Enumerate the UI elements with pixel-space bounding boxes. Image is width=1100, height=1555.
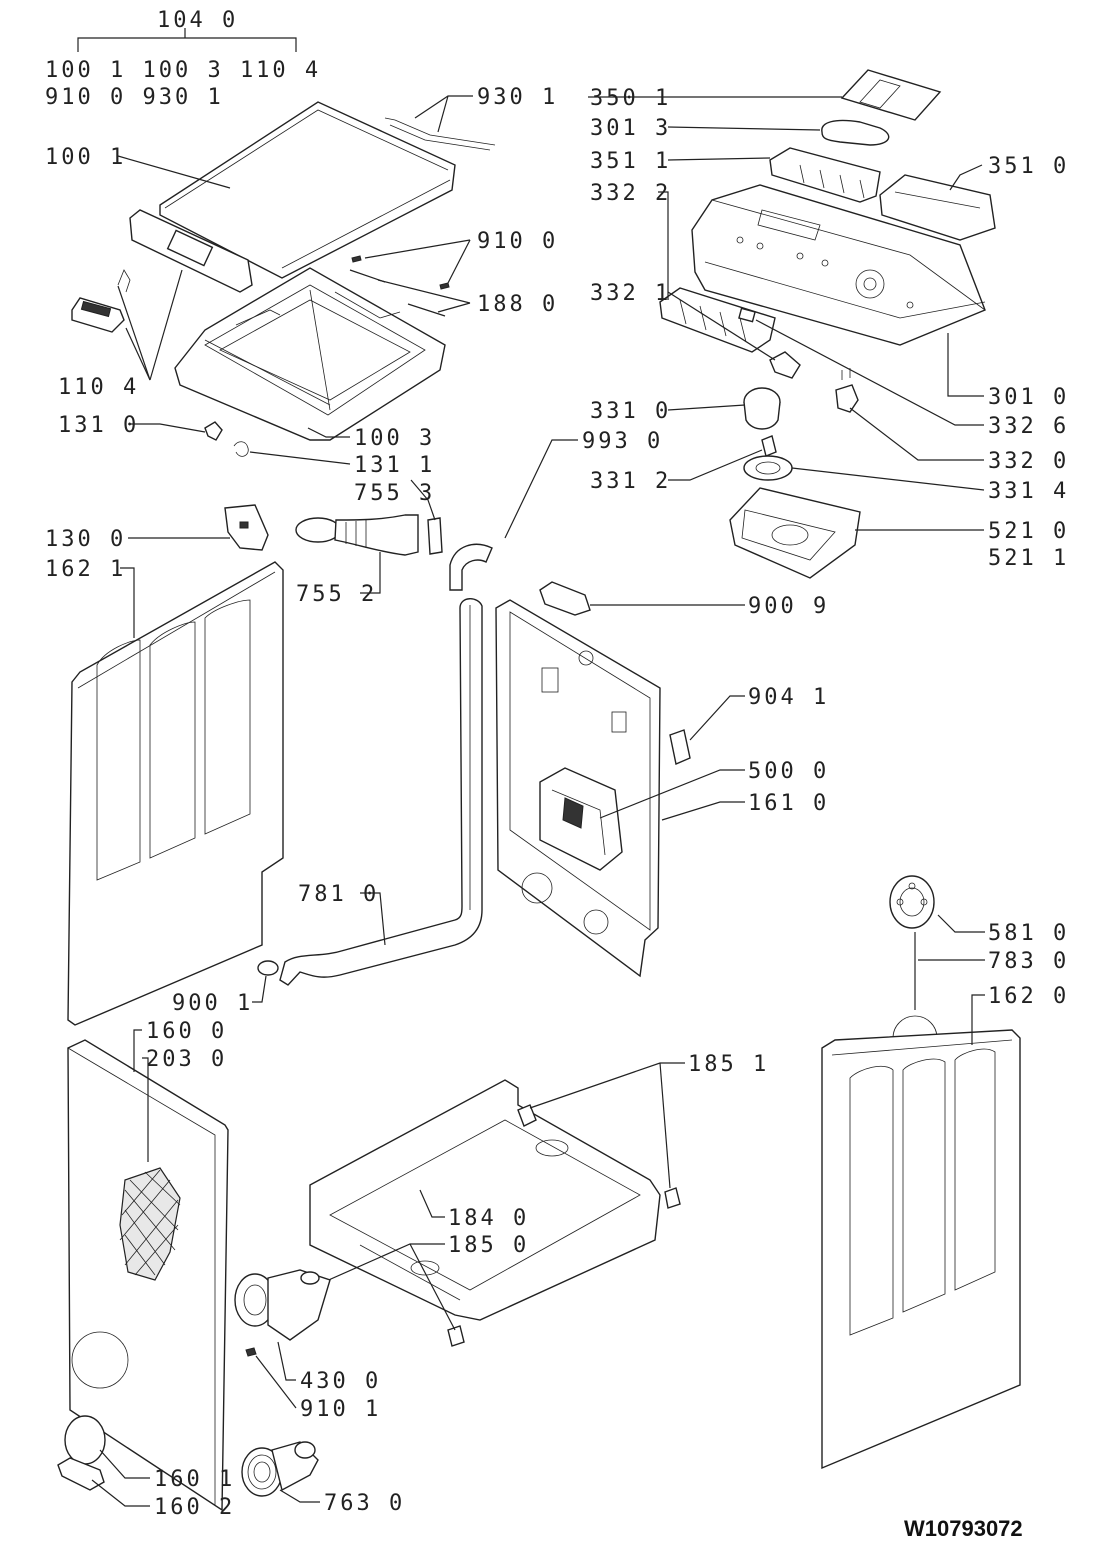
label-781-0: 781 0	[298, 882, 379, 907]
pump-430-0	[234, 1269, 331, 1341]
label-110-4: 110 4	[58, 375, 139, 400]
label-group-row-1: 100 1 100 3 110 4	[45, 58, 321, 83]
lid-handle-part	[129, 209, 253, 293]
label-184-0: 184 0	[448, 1206, 529, 1231]
side-panel-left-162-1	[67, 561, 284, 1026]
bracket-332-1	[769, 351, 801, 379]
clip-755-3	[427, 517, 443, 555]
base-frame-184-0	[309, 1079, 661, 1321]
label-521-1: 521 1	[988, 546, 1069, 571]
filter-763-0	[241, 1441, 319, 1497]
screw-910-0	[351, 255, 450, 290]
label-160-1: 160 1	[154, 1467, 235, 1492]
label-332-6: 332 6	[988, 414, 1069, 439]
console-base-521-0	[729, 487, 861, 579]
bracket-351-0	[879, 174, 996, 241]
label-500-0: 500 0	[748, 759, 829, 784]
switch-332-0	[835, 368, 859, 413]
key-block-332-2	[659, 287, 776, 353]
console-panel-301-0	[691, 184, 986, 346]
label-131-0: 131 0	[58, 413, 139, 438]
label-131-1: 131 1	[354, 453, 435, 478]
label-930-1: 930 1	[477, 85, 558, 110]
label-763-0: 763 0	[324, 1491, 405, 1516]
spring-131-1	[233, 441, 249, 457]
label-581-0: 581 0	[988, 921, 1069, 946]
label-910-0: 910 0	[477, 229, 558, 254]
shaft-331-2	[761, 435, 777, 457]
label-993-0: 993 0	[582, 429, 663, 454]
screw-910-1	[245, 1347, 257, 1357]
label-351-1: 351 1	[590, 149, 671, 174]
label-331-0: 331 0	[590, 399, 671, 424]
label-188-0: 188 0	[477, 292, 558, 317]
button-carrier-351-1	[769, 147, 881, 203]
label-162-1: 162 1	[45, 557, 126, 582]
side-panel-right-162-0	[821, 1029, 1021, 1470]
drain-hose-781-0	[279, 598, 483, 986]
label-332-0: 332 0	[988, 449, 1069, 474]
label-430-0: 430 0	[300, 1369, 381, 1394]
label-104-0: 104 0	[157, 8, 238, 33]
label-185-1: 185 1	[688, 1052, 769, 1077]
hose-bend-993-0	[449, 543, 493, 591]
label-group-row-2: 910 0 930 1	[45, 85, 224, 110]
label-351-0: 351 0	[988, 154, 1069, 179]
label-203-0: 203 0	[146, 1047, 227, 1072]
bracket-900-9	[539, 581, 591, 616]
label-161-0: 161 0	[748, 791, 829, 816]
label-100-1: 100 1	[45, 145, 126, 170]
document-number: W10793072	[904, 1516, 1023, 1541]
electronic-board-350-1	[840, 69, 942, 121]
clip-904-1	[669, 729, 691, 765]
clip-131-0	[204, 421, 223, 441]
label-755-2: 755 2	[296, 582, 377, 607]
label-755-3: 755 3	[354, 481, 435, 506]
mesh-203-0	[119, 1167, 181, 1281]
hinge-wire-part	[384, 117, 496, 151]
label-900-1: 900 1	[172, 991, 253, 1016]
top-frame-part	[174, 267, 446, 441]
label-900-9: 900 9	[748, 594, 829, 619]
label-521-0: 521 0	[988, 519, 1069, 544]
service-door-160-1	[64, 1415, 106, 1465]
label-162-0: 162 0	[988, 984, 1069, 1009]
foot-185-1	[517, 1104, 681, 1209]
switch-130-0	[224, 504, 269, 551]
label-130-0: 130 0	[45, 527, 126, 552]
spring-part	[117, 269, 131, 293]
label-100-3: 100 3	[354, 426, 435, 451]
hinge-160-2	[57, 1457, 105, 1491]
label-301-0: 301 0	[988, 385, 1069, 410]
pump-module-500-0	[539, 767, 623, 871]
label-331-4: 331 4	[988, 479, 1069, 504]
lid-part	[159, 101, 456, 279]
clamp-900-1	[257, 960, 279, 976]
label-331-2: 331 2	[590, 469, 671, 494]
display-lens-301-3	[821, 119, 890, 146]
dial-ring-331-4	[743, 455, 793, 481]
pulley-581-0	[889, 875, 935, 929]
bellows-hose-755-2	[295, 514, 419, 556]
label-910-1: 910 1	[300, 1397, 381, 1422]
label-332-2: 332 2	[590, 181, 671, 206]
label-160-2: 160 2	[154, 1495, 235, 1520]
label-332-1: 332 1	[590, 281, 671, 306]
label-783-0: 783 0	[988, 949, 1069, 974]
label-160-0: 160 0	[146, 1019, 227, 1044]
label-904-1: 904 1	[748, 685, 829, 710]
group-bracket	[77, 28, 297, 52]
latch-part	[71, 297, 125, 333]
knob-331-0	[743, 387, 781, 430]
label-301-3: 301 3	[590, 116, 671, 141]
label-185-0: 185 0	[448, 1233, 529, 1258]
label-350-1: 350 1	[590, 86, 671, 111]
